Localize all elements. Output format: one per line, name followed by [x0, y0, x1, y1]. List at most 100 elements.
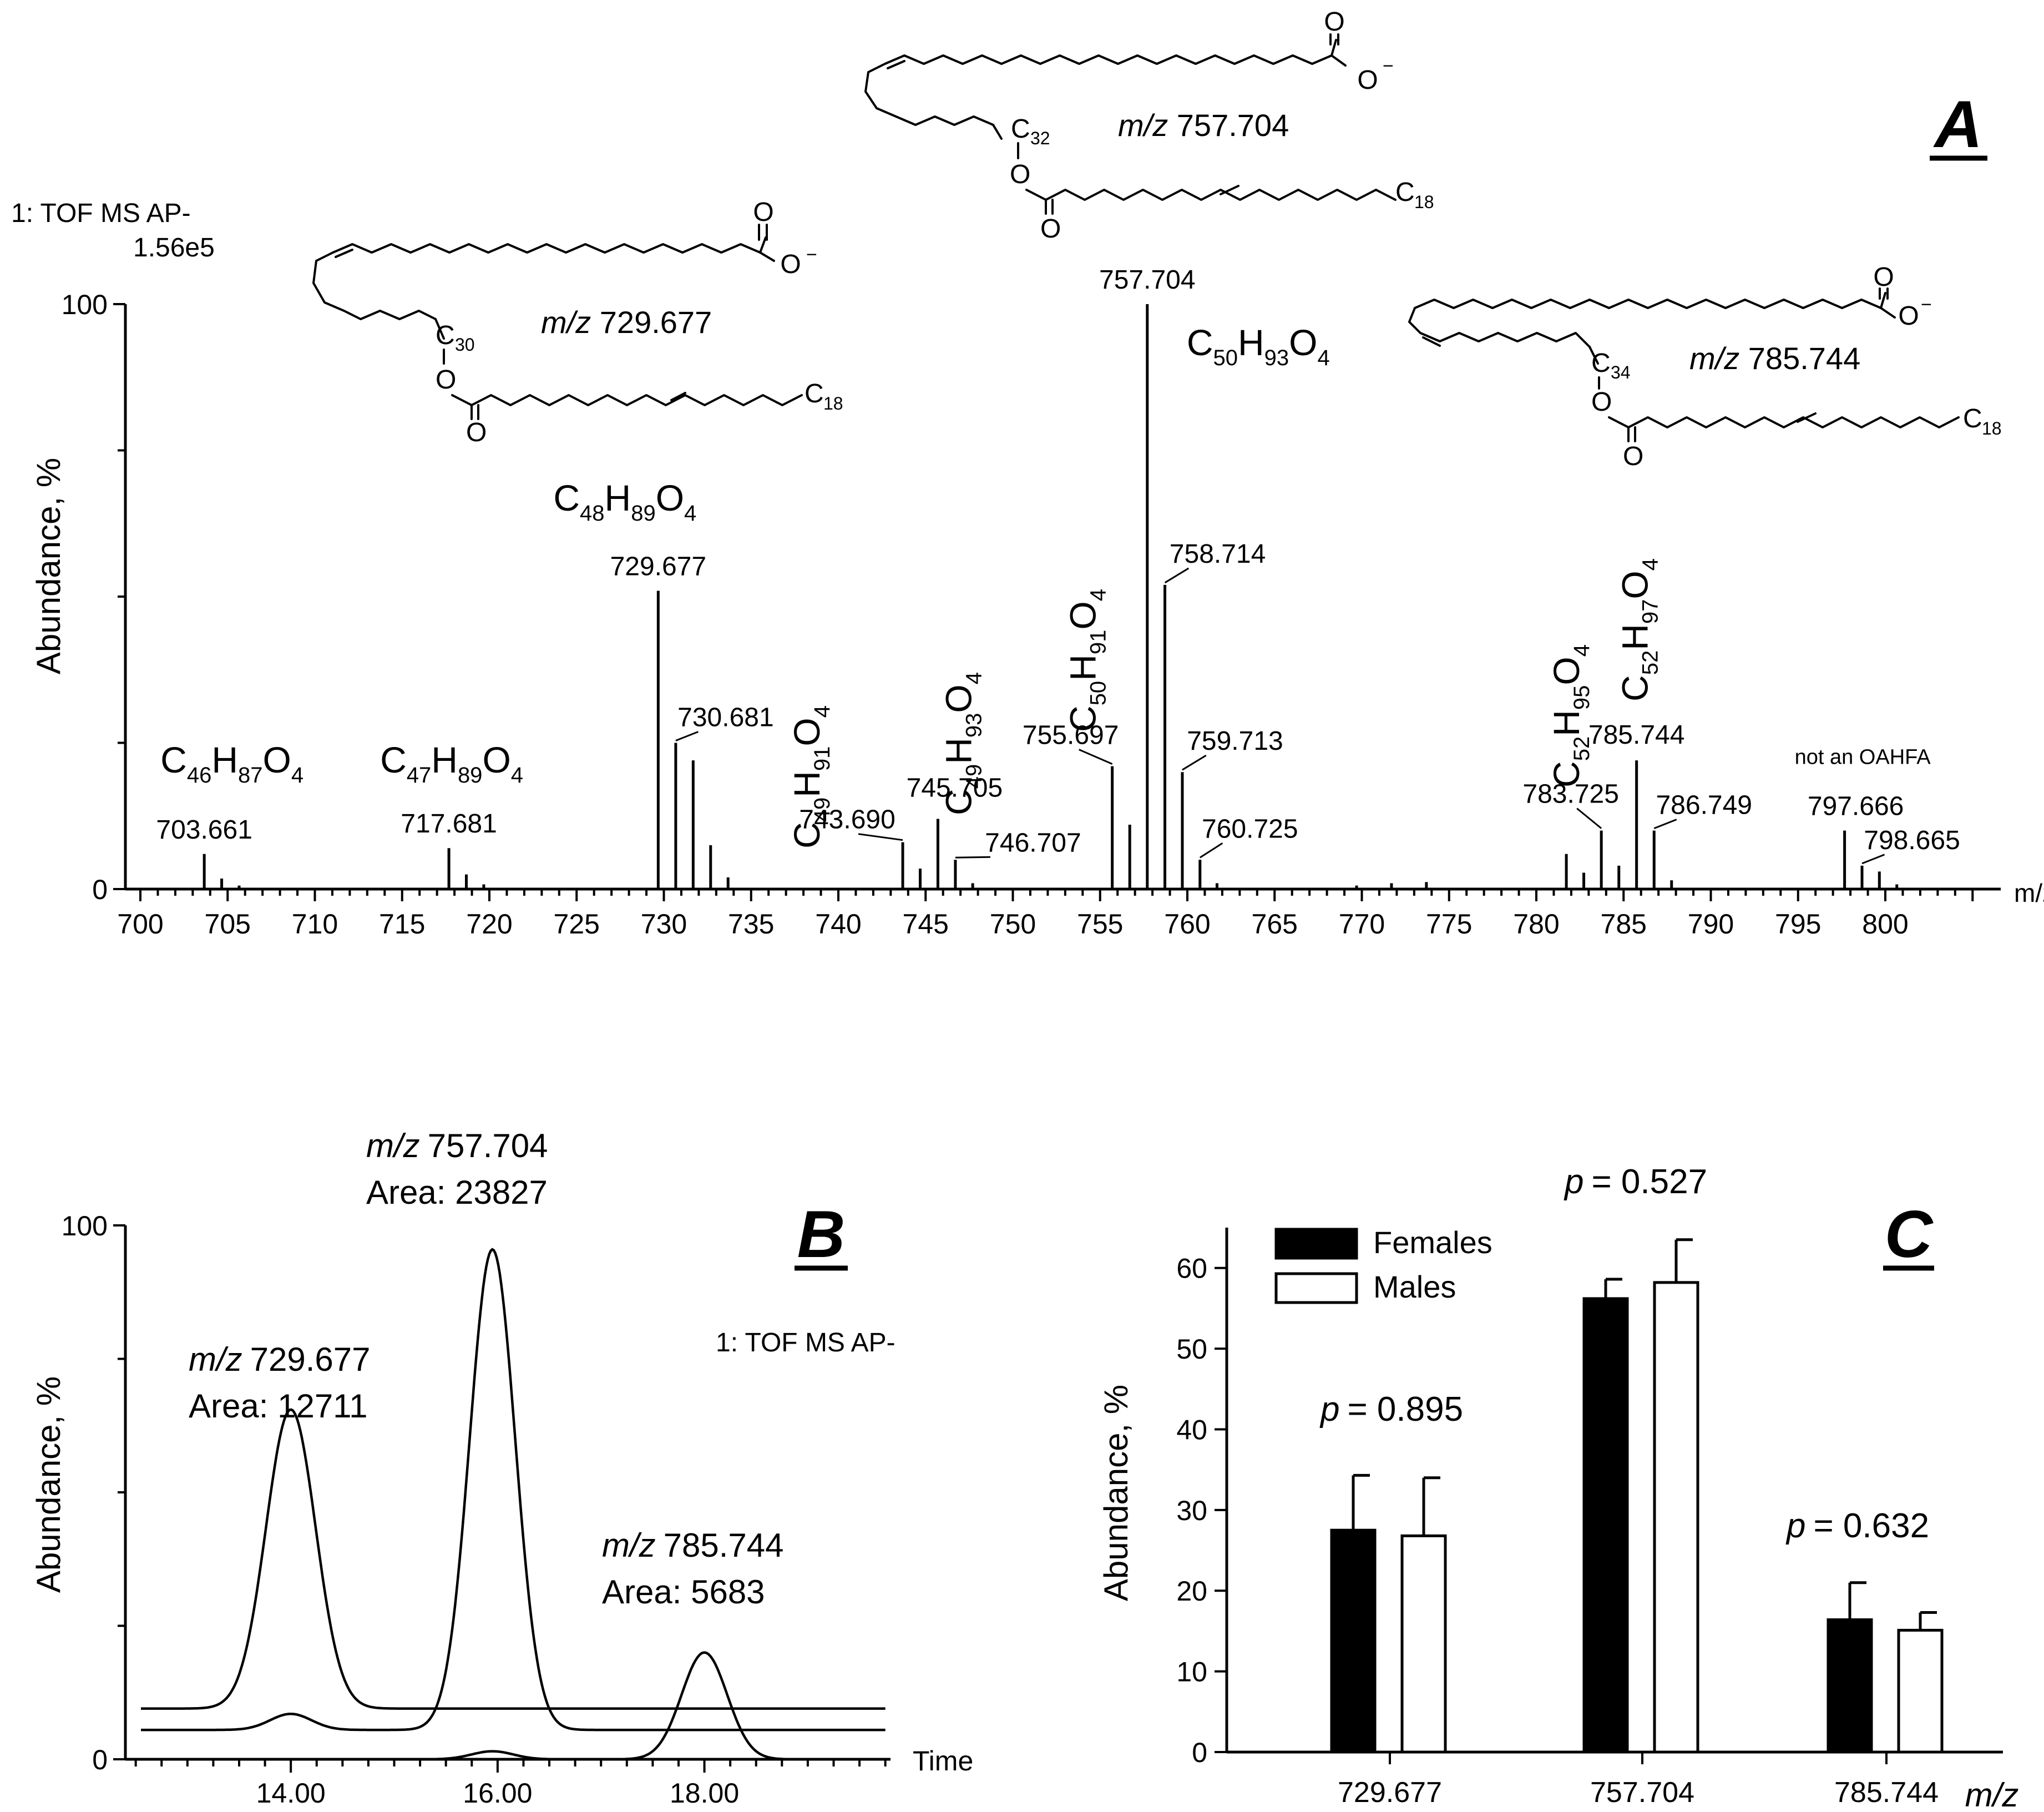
formula-subscript: 52 — [1570, 736, 1594, 761]
formula-subscript: 46 — [187, 763, 212, 788]
formula-element: C — [160, 739, 187, 780]
panel-a-x-tick-label: 705 — [205, 908, 251, 940]
formula-subscript: 49 — [810, 798, 834, 822]
formula-subscript: 97 — [1638, 599, 1663, 624]
formula-element: C — [380, 739, 407, 780]
panel-a-formula: C47H89O4 — [380, 739, 523, 788]
panel-a-x-tick-label: 795 — [1775, 908, 1821, 940]
formula-element: C — [1063, 705, 1104, 732]
panel-a-peak-label: 783.725 — [1522, 780, 1619, 809]
panel-a-x-tick-label: 770 — [1339, 908, 1385, 940]
formula-element: H — [431, 739, 458, 780]
structure-729-value: 729.677 — [600, 305, 712, 340]
panel-c-p-value: p= 0.895 — [1319, 1390, 1463, 1429]
formula-element: O — [938, 684, 979, 713]
panel-c-y-tick-label: 60 — [1176, 1253, 1207, 1284]
formula-element: C — [553, 477, 580, 518]
formula-element: H — [1063, 654, 1104, 681]
panel-b-y-axis-title: Abundance, % — [30, 1376, 67, 1593]
panel-a-x-tick-label: 760 — [1164, 908, 1210, 940]
panel-c-x-axis-title: m/z — [1965, 1776, 2019, 1812]
panel-a-label-leader — [1653, 819, 1677, 829]
svg-text:O: O — [1898, 301, 1919, 331]
structure-729-chain: 30 — [455, 335, 475, 355]
panel-a-peaks — [203, 304, 1899, 889]
formula-element: C — [1187, 322, 1213, 363]
formula-element: H — [1546, 710, 1587, 736]
formula-subscript: 52 — [1638, 650, 1663, 675]
svg-text:O: O — [1040, 214, 1061, 244]
svg-text:O: O — [466, 418, 487, 447]
panel-a-x-tick-label: 715 — [379, 908, 425, 940]
panel-c-y-tick-label: 0 — [1192, 1737, 1207, 1768]
panel-b-traces — [141, 1248, 886, 1761]
structure-785-mz: m/z — [1689, 341, 1739, 376]
panel-c-bar-males — [1653, 1281, 1699, 1754]
formula-subscript: 4 — [1318, 346, 1330, 370]
panel-a-x-tick-label: 750 — [990, 908, 1036, 940]
panel-c-legend-swatch — [1274, 1272, 1358, 1304]
panel-c-p-italic: p — [1785, 1507, 1805, 1545]
panel-c-bar-females — [1827, 1618, 1873, 1754]
structure-757-chain2: 18 — [1414, 192, 1434, 212]
svg-text:m/z 757.704: m/z 757.704 — [1118, 108, 1289, 143]
panel-a-peak-label: 745.705 — [907, 774, 1003, 803]
formula-element: H — [1238, 322, 1264, 363]
panel-c-y-tick-label: 10 — [1176, 1657, 1207, 1688]
panel-a-x-axis-title: m/z — [2014, 879, 2044, 907]
panel-a-peak-label: 730.681 — [677, 703, 774, 733]
formula-element: O — [1063, 601, 1104, 629]
structure-757-value: 757.704 — [1177, 108, 1289, 143]
panel-a-x-tick-label: 725 — [554, 908, 600, 940]
panel-c-y-tick-label: 20 — [1176, 1576, 1207, 1607]
panel-a-formula: C48H89O4 — [553, 477, 696, 526]
svg-text:C: C — [805, 379, 824, 408]
panel-a-scale: 1.56e5 — [133, 233, 215, 263]
panel-a-label-leader — [1182, 754, 1207, 771]
panel-b-y-tick-label: 100 — [62, 1210, 108, 1241]
svg-text:O: O — [436, 365, 456, 395]
svg-text:C: C — [1963, 404, 1982, 433]
panel-b-peak-area: Area: 5683 — [602, 1573, 765, 1611]
panel-a-formula: C50H91O4 — [1063, 589, 1111, 732]
panel-a-x-tick-label: 755 — [1077, 908, 1123, 940]
panel-b-peak-mz-value: 785.744 — [664, 1527, 784, 1564]
panel-b-trace — [141, 1408, 886, 1710]
formula-subscript: 4 — [684, 501, 696, 526]
panel-a-x-tick-label: 745 — [903, 908, 949, 940]
panel-b-instrument: 1: TOF MS AP- — [716, 1328, 895, 1357]
formula-subscript: 89 — [458, 763, 483, 788]
panel-a-peak-label: 786.749 — [1656, 791, 1752, 820]
panel-a-peak-label: 717.681 — [401, 809, 497, 839]
panel-a-formula: C52H97O4 — [1615, 558, 1663, 701]
formula-subscript: 93 — [962, 713, 986, 738]
formula-element: C — [938, 789, 979, 815]
panel-a-x-tick-label: 710 — [292, 908, 338, 940]
panel-a-peak-label: 757.704 — [1099, 265, 1196, 295]
formula-subscript: 47 — [407, 763, 432, 788]
formula-element: H — [786, 771, 827, 798]
panel-a-formula: C49H93O4 — [938, 672, 986, 815]
panel-b-peak-area: Area: 23827 — [366, 1174, 548, 1211]
panel-c-bar-females — [1330, 1528, 1377, 1754]
panel-c-p-text: = 0.632 — [1813, 1507, 1929, 1545]
panel-a-peak-label: 760.725 — [1202, 814, 1298, 844]
panel-c-x-tick-label: 729.677 — [1338, 1776, 1442, 1809]
formula-subscript: 4 — [810, 705, 834, 718]
svg-text:−: − — [1383, 55, 1394, 77]
panel-c-p-text: = 0.895 — [1347, 1390, 1463, 1429]
panel-a-y-tick-label: 100 — [62, 289, 108, 320]
panel-a-formula: C46H87O4 — [160, 739, 303, 788]
panel-a-label: A — [1933, 87, 1983, 161]
formula-element: H — [211, 739, 238, 780]
formula-element: C — [1546, 761, 1587, 788]
panel-c-p-value: p= 0.632 — [1785, 1507, 1929, 1545]
panel-b-chromatogram: B 1: TOF MS AP- Abundance, % Time 010014… — [30, 1127, 973, 1809]
panel-a-peak-label: 798.665 — [1864, 826, 1960, 855]
panel-c-p-text: = 0.527 — [1591, 1163, 1707, 1201]
